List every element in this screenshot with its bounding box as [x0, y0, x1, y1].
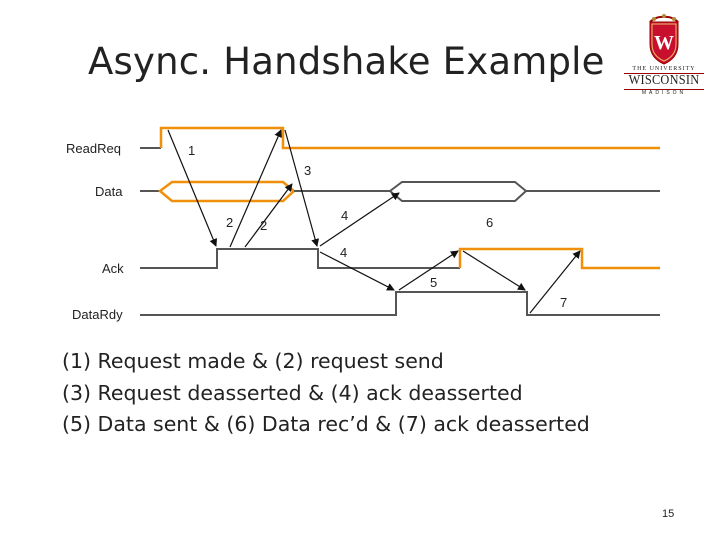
step-label-1: 1 [188, 143, 195, 158]
handshake-timing-diagram: 1 2 2 3 4 4 5 6 7 ReadReq Data Ack DataR… [60, 118, 670, 328]
data-wave-valid-1 [157, 180, 296, 203]
step-label-2b: 2 [260, 218, 267, 233]
arrow-step-5 [398, 250, 459, 291]
readreq-wave-pulse [159, 126, 660, 150]
caption-line-2: (3) Request deasserted & (4) ack deasser… [62, 380, 523, 405]
logo-line-2: WISCONSIN [628, 73, 700, 88]
slide-title: Async. Handshake Example [88, 40, 605, 83]
arrow-step-2b [244, 183, 293, 248]
signal-label-readreq: ReadReq [66, 141, 121, 156]
arrow-step-4b [319, 251, 395, 291]
arrow-step-4a [319, 192, 400, 247]
crest-icon: W [649, 14, 679, 65]
logo-line-3: MADISON [641, 90, 687, 96]
step-label-4a: 4 [341, 208, 348, 223]
arrow-step-1 [167, 129, 218, 247]
caption-line-1: (1) Request made & (2) request send [62, 349, 444, 373]
step-label-2a: 2 [226, 215, 233, 230]
arrow-step-7 [529, 250, 581, 314]
signal-label-datardy: DataRdy [72, 307, 123, 322]
arrow-step-6 [462, 250, 526, 291]
step-label-4b: 4 [340, 245, 347, 260]
arrow-step-2a [229, 129, 282, 248]
caption-line-3: (5) Data sent & (6) Data rec’d & (7) ack… [62, 412, 590, 436]
step-label-3: 3 [304, 163, 311, 178]
arrow-step-3 [284, 129, 319, 247]
signal-label-data: Data [95, 184, 123, 199]
ack-wave-2 [458, 247, 660, 270]
step-label-5: 5 [430, 275, 437, 290]
crest-letter: W [654, 32, 674, 54]
signal-label-ack: Ack [102, 261, 124, 276]
university-logo: W THE UNIVERSITY WISCONSIN MADISON [620, 14, 708, 100]
page-number: 15 [662, 508, 675, 520]
data-wave-valid-2 [388, 181, 528, 202]
ack-wave-1 [140, 248, 460, 269]
timing-svg: 1 2 2 3 4 4 5 6 7 [140, 126, 660, 316]
logo-rule-bottom [624, 89, 704, 90]
logo-rule-top [624, 73, 704, 74]
step-label-6: 6 [486, 215, 493, 230]
caption-block: (1) Request made & (2) request send (3) … [62, 346, 590, 441]
datardy-wave [140, 291, 660, 316]
logo-line-1: THE UNIVERSITY [632, 66, 696, 72]
step-label-7: 7 [560, 295, 567, 310]
